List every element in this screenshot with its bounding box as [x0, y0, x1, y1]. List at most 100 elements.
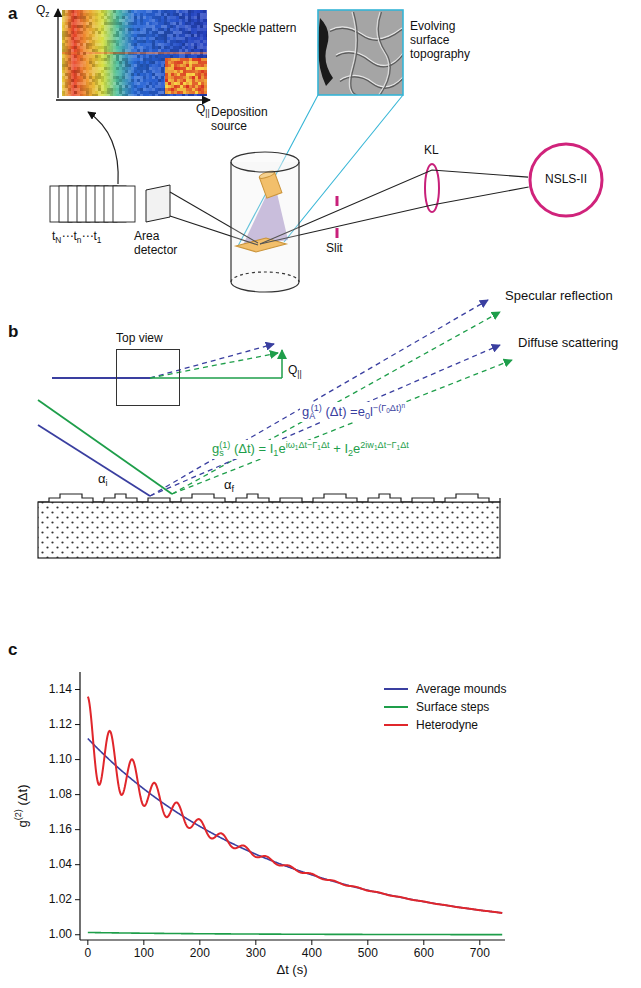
figure-rect: [65, 55, 68, 58]
figure-rect: [125, 82, 128, 85]
figure-rect: [68, 31, 71, 34]
figure-rect: [83, 79, 86, 82]
figure-rect: [155, 13, 158, 16]
figure-rect: [80, 55, 83, 58]
incident-beam: [38, 400, 172, 494]
image-caption: Evolving surface topography: [410, 20, 490, 61]
figure-rect: [80, 31, 83, 34]
figure-rect: [155, 37, 158, 40]
figure-rect: [86, 76, 89, 79]
figure-rect: [71, 73, 74, 76]
figure-rect: [197, 40, 200, 43]
figure-rect: [186, 58, 189, 61]
figure-rect: [122, 64, 125, 67]
figure-rect: [161, 76, 164, 79]
figure-rect: [83, 10, 86, 13]
figure-rect: [101, 43, 104, 46]
figure-rect: [200, 31, 203, 34]
figure-rect: [125, 58, 128, 61]
text-part: −(Γ: [373, 403, 386, 413]
figure-rect: [65, 88, 68, 91]
figure-rect: [164, 16, 167, 19]
figure-rect: [77, 31, 80, 34]
figure-rect: [77, 88, 80, 91]
figure-rect: [185, 22, 188, 25]
figure-rect: [140, 79, 143, 82]
figure-rect: [92, 55, 95, 58]
figure-rect: [206, 40, 207, 43]
specular-beam: [172, 312, 500, 494]
figure-rect: [174, 70, 177, 73]
figure-rect: [119, 67, 122, 70]
figure-rect: [198, 58, 201, 61]
figure-rect: [110, 79, 113, 82]
figure-rect: [188, 43, 191, 46]
figure-rect: [164, 76, 167, 79]
figure-rect: [101, 64, 104, 67]
figure-rect: [125, 55, 128, 58]
figure-rect: [164, 61, 167, 64]
figure-rect: [180, 61, 183, 64]
figure-rect: [128, 43, 131, 46]
figure-rect: [128, 52, 131, 55]
figure-rect: [198, 82, 201, 85]
figure-rect: [128, 94, 131, 96]
figure-rect: [170, 19, 173, 22]
node-label: NSLS-II: [545, 173, 587, 187]
figure-rect: [134, 22, 137, 25]
figure-rect: [74, 43, 77, 46]
figure-rect: [143, 46, 146, 49]
figure-rect: [195, 82, 198, 85]
angle-label: αf: [222, 478, 236, 494]
figure-rect: [92, 49, 95, 52]
figure-rect: [204, 85, 207, 88]
figure-rect: [167, 40, 170, 43]
qz-axis-arrow: [57, 9, 58, 98]
figure-rect: [191, 25, 194, 28]
figure-rect: [80, 79, 83, 82]
figure-rect: [170, 28, 173, 31]
figure-rect: [134, 52, 137, 55]
figure-rect: [161, 64, 164, 67]
text-part: Δt: [400, 440, 409, 450]
figure-rect: [125, 70, 128, 73]
figure-rect: [122, 91, 125, 94]
figure-rect: [101, 82, 104, 85]
figure-rect: [71, 34, 74, 37]
figure-rect: [113, 22, 116, 25]
figure-rect: [188, 40, 191, 43]
figure-rect: [206, 94, 207, 96]
figure-rect: [89, 91, 92, 94]
figure-rect: [128, 19, 131, 22]
figure-rect: [128, 91, 131, 94]
figure-rect: [185, 31, 188, 34]
figure-rect: [185, 49, 188, 52]
figure-rect: [183, 58, 186, 61]
figure-rect: [137, 46, 140, 49]
figure-rect: [161, 22, 164, 25]
figure-rect: [140, 49, 143, 52]
figure-rect: [80, 88, 83, 91]
zoom-leader: [284, 95, 403, 242]
figure-rect: [68, 46, 71, 49]
figure-rect: [182, 28, 185, 31]
figure-rect: [203, 40, 206, 43]
figure-rect: [80, 85, 83, 88]
figure-rect: [83, 88, 86, 91]
text-part: ⋯t: [61, 229, 76, 243]
figure-rect: [128, 13, 131, 16]
figure-rect: [204, 73, 207, 76]
figure-rect: [107, 22, 110, 25]
figure-rect: [113, 46, 116, 49]
figure-rect: [86, 16, 89, 19]
figure-rect: [113, 79, 116, 82]
figure-rect: [146, 34, 149, 37]
figure-rect: [107, 25, 110, 28]
figure-rect: [182, 31, 185, 34]
figure-rect: [176, 34, 179, 37]
figure-rect: [189, 61, 192, 64]
figure-rect: [80, 28, 83, 31]
figure-rect: [177, 82, 180, 85]
figure-rect: [179, 28, 182, 31]
figure-rect: [68, 10, 71, 13]
